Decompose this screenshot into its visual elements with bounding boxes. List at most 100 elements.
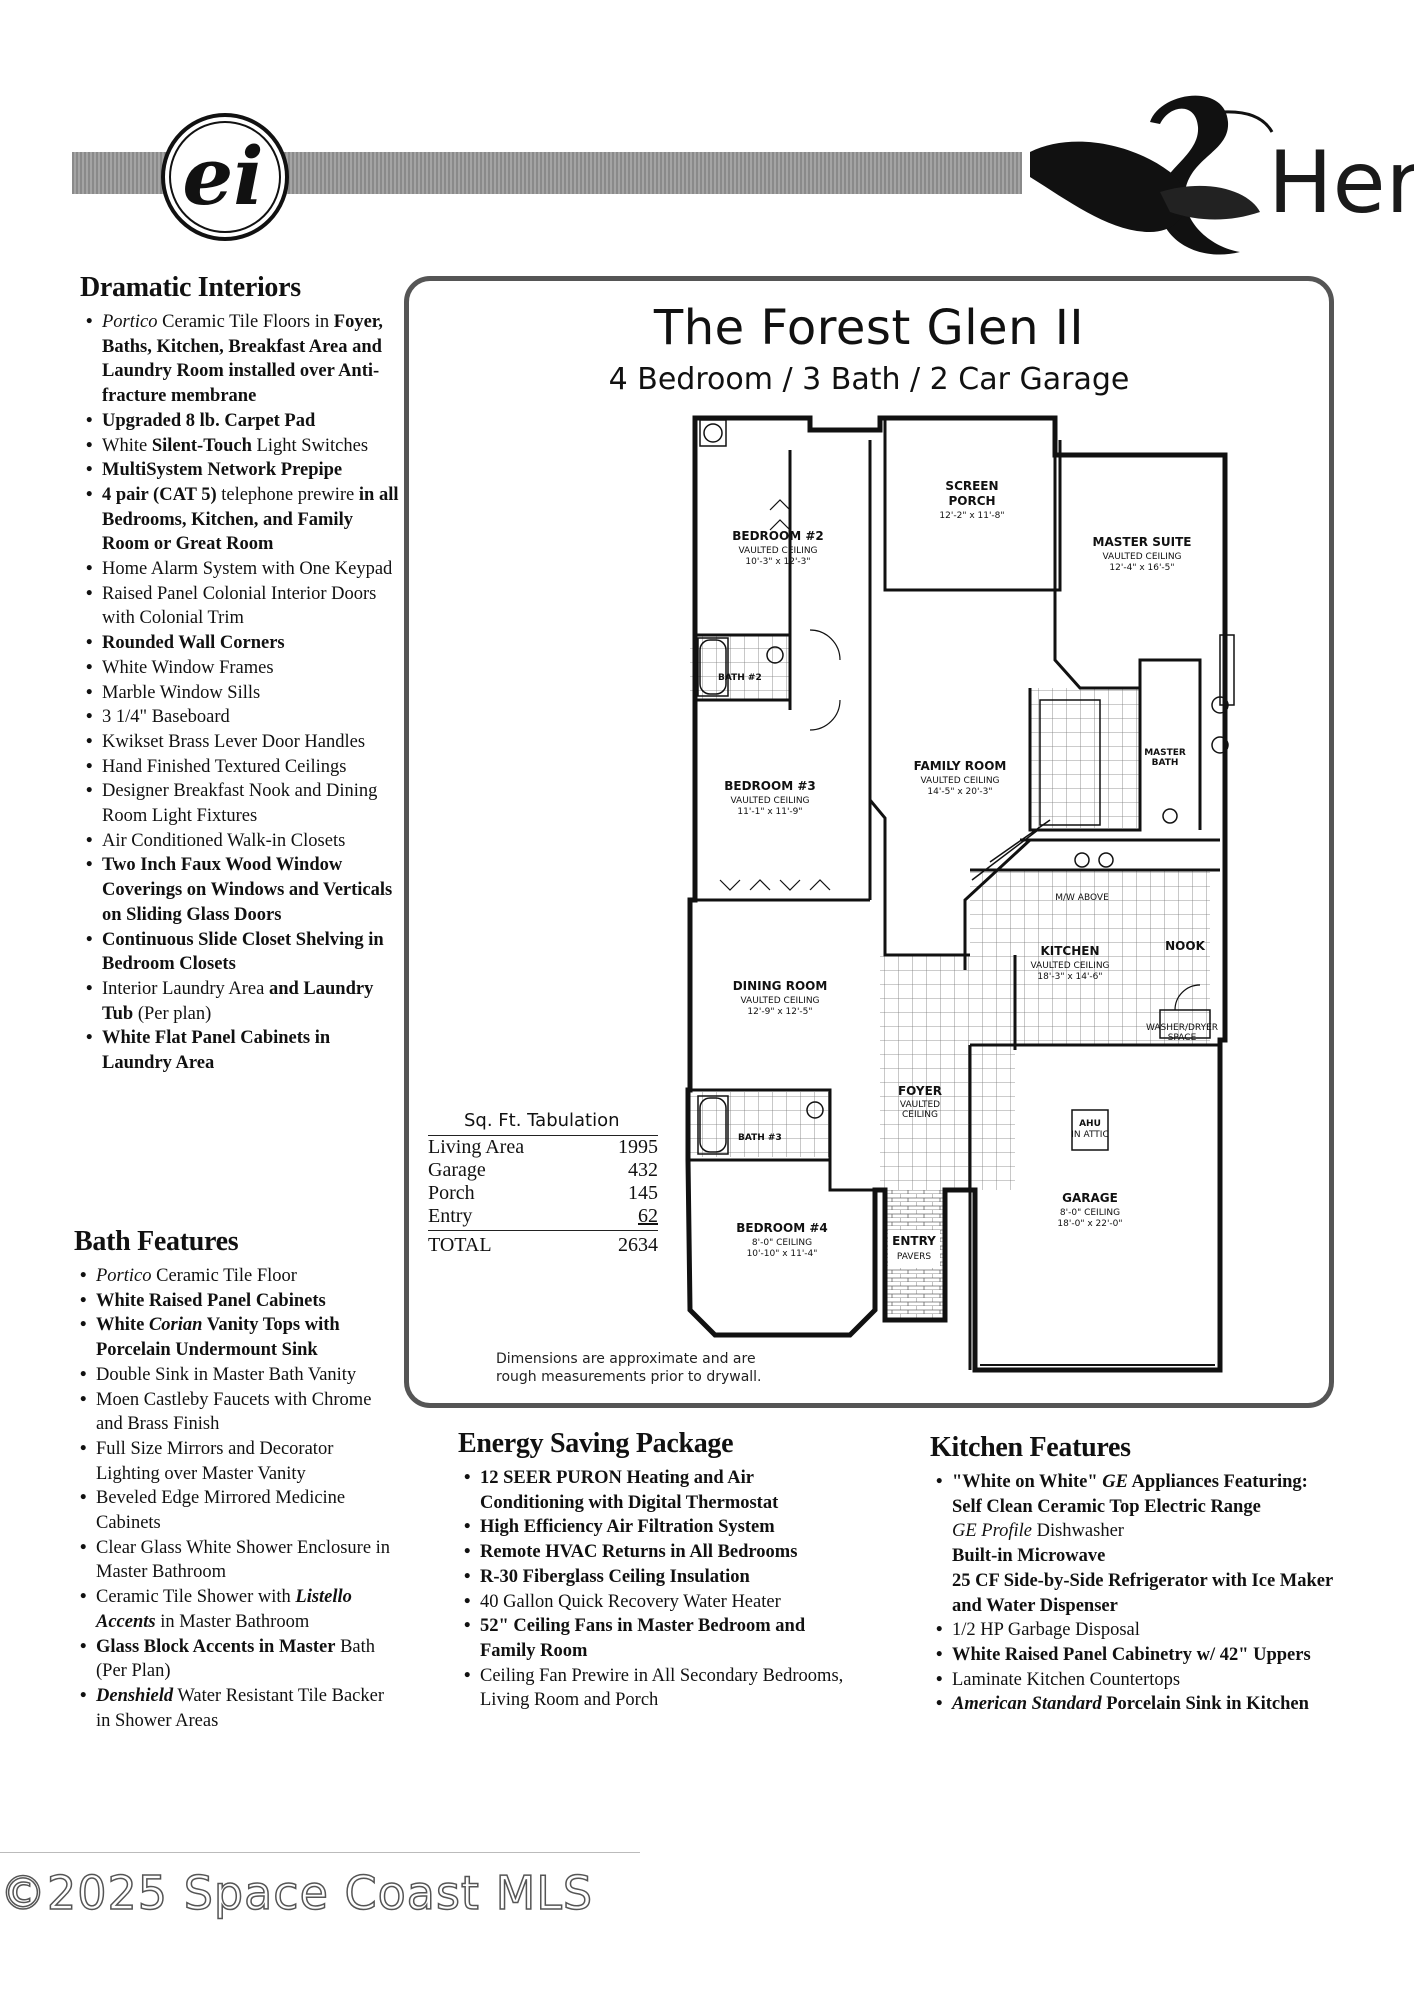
label-ahu-1: AHU (1079, 1119, 1101, 1129)
dims-screen-porch: 12'-2" x 11'-8" (939, 511, 1004, 521)
list-item-text: 12 SEER PURON Heating and Air Conditioni… (480, 1468, 779, 1513)
list-item-text: R-30 Fiberglass Ceiling Insulation (480, 1566, 750, 1587)
bath-features-section: Bath Features Portico Ceramic Tile Floor… (74, 1226, 394, 1733)
list-item: 3 1/4" Baseboard (80, 705, 400, 730)
energy-saving-heading: Energy Saving Package (458, 1428, 734, 1459)
kitchen-features-list: "White on White" GE Appliances Featuring… (930, 1470, 1350, 1717)
list-item-text: American Standard (952, 1694, 1102, 1715)
list-item-text: Two Inch Faux Wood Window Coverings on W… (102, 855, 393, 925)
list-item-text: Ceiling Fan Prewire in All Secondary Bed… (480, 1665, 844, 1711)
label-master-suite: MASTER SUITE (1093, 535, 1192, 549)
kitchen-features-heading: Kitchen Features (930, 1432, 1131, 1463)
list-item-text: Foyer, Baths, Kitchen, Breakfast Area an… (102, 312, 383, 407)
ceiling-master-suite: VAULTED CEILING (1102, 552, 1181, 562)
floor-plan-frame (404, 276, 1334, 1408)
list-item-text: Self Clean Ceramic Top Electric Range (952, 1496, 1261, 1517)
list-item-text: 4 pair (CAT 5) (102, 484, 217, 505)
label-bedroom4: BEDROOM #4 (736, 1221, 827, 1235)
label-foyer: FOYER (898, 1084, 942, 1098)
list-item-text: Double Sink in Master Bath Vanity (96, 1364, 357, 1385)
list-item-text: 1/2 HP Garbage Disposal (952, 1620, 1140, 1641)
list-item: Rounded Wall Corners (80, 631, 400, 656)
ceiling-bedroom2: VAULTED CEILING (738, 546, 817, 556)
list-item-text: White Raised Panel Cabinetry w/ 42" Uppe… (952, 1644, 1311, 1665)
ei-logo: ei (161, 113, 289, 241)
list-item-text: Designer Breakfast Nook and Dining Room … (102, 781, 378, 827)
label-mw-above: M/W ABOVE (1055, 893, 1109, 903)
label-bedroom3: BEDROOM #3 (724, 779, 815, 793)
list-item-text: 25 CF Side-by-Side Refrigerator with Ice… (952, 1570, 1333, 1616)
dims-master-suite: 12'-4" x 16'-5" (1109, 563, 1174, 573)
list-item-text: Ceramic Tile Floor (151, 1266, 297, 1286)
copyright-watermark: ©2025 Space Coast MLS (0, 1865, 594, 1921)
dims-family-room: 14'-5" x 20'-3" (927, 787, 992, 797)
list-item-text: Portico (96, 1266, 152, 1286)
list-item: 4 pair (CAT 5) telephone prewire in all … (80, 483, 400, 557)
list-item-text: White Window Frames (102, 657, 274, 678)
dims-bedroom4: 10'-10" x 11'-4" (747, 1249, 818, 1259)
ceiling-foyer-2: CEILING (902, 1110, 938, 1120)
label-bath3: BATH #3 (738, 1133, 782, 1143)
list-item-text: Remote HVAC Returns in All Bedrooms (480, 1542, 798, 1563)
list-item-text: Ceramic Tile Floors in (157, 312, 334, 332)
dims-dining-room: 12'-9" x 12'-5" (747, 1007, 812, 1017)
list-item: Portico Ceramic Tile Floor (74, 1264, 394, 1289)
bath3-tile (690, 1092, 830, 1157)
brand-name: Heri (1268, 133, 1414, 233)
kitchen-tile (970, 870, 1210, 1045)
list-item-text: Bath (Per Plan) (96, 1636, 376, 1682)
list-item-text: Ceramic Tile Shower with (96, 1587, 296, 1608)
label-screen-porch-2: PORCH (948, 494, 995, 508)
list-item-text: Rounded Wall Corners (102, 633, 285, 654)
list-item: Denshield Water Resistant Tile Backer in… (74, 1684, 394, 1733)
list-item: Hand Finished Textured Ceilings (80, 755, 400, 780)
list-item-text: Upgraded 8 lb. Carpet Pad (102, 410, 316, 431)
list-item-text: MultiSystem Network Prepipe (102, 460, 343, 481)
list-item-text: Clear Glass White Shower Enclosure in Ma… (96, 1537, 391, 1583)
list-item-text: "White on White" (952, 1472, 1103, 1492)
list-item-text: Laminate Kitchen Countertops (952, 1669, 1181, 1690)
dims-kitchen: 18'-3" x 14'-6" (1037, 972, 1102, 982)
list-item: MultiSystem Network Prepipe (80, 458, 400, 483)
sqft-row: Living Area 1995 (428, 1136, 658, 1159)
sqft-row-value: 145 (628, 1182, 658, 1204)
sqft-row-value: 62 (638, 1205, 658, 1227)
ceiling-garage: 8'-0" CEILING (1060, 1208, 1120, 1218)
list-item: 12 SEER PURON Heating and Air Conditioni… (458, 1466, 858, 1515)
dimensions-note-line1: Dimensions are approximate and are (496, 1351, 756, 1367)
dims-bedroom2: 10'-3" x 12'-3" (745, 557, 810, 567)
list-item: American Standard Porcelain Sink in Kitc… (930, 1692, 1350, 1717)
door-swings (719, 499, 1201, 1011)
list-item: R-30 Fiberglass Ceiling Insulation (458, 1565, 858, 1590)
list-item: Marble Window Sills (80, 681, 400, 706)
list-item: Remote HVAC Returns in All Bedrooms (458, 1540, 858, 1565)
dramatic-interiors-heading: Dramatic Interiors (80, 272, 301, 303)
list-item: Continuous Slide Closet Shelving in Bedr… (80, 928, 400, 977)
list-item: White Corian Vanity Tops with Porcelain … (74, 1313, 394, 1362)
sqft-row-value: 1995 (618, 1136, 658, 1158)
sqft-row-label: Porch (428, 1182, 475, 1204)
label-kitchen: KITCHEN (1040, 944, 1099, 958)
label-bedroom2: BEDROOM #2 (732, 529, 823, 543)
list-item-text: Denshield (96, 1685, 174, 1706)
list-item-text: White Raised Panel Cabinets (96, 1290, 326, 1311)
sqft-row: Porch 145 (428, 1182, 658, 1205)
list-item-text: Vanity Tops with Porcelain Undermount Si… (96, 1315, 340, 1361)
plumbing-fixtures (697, 419, 1235, 1155)
list-item-text: Continuous Slide Closet Shelving in Bedr… (102, 929, 384, 975)
interior-walls (690, 418, 1220, 1370)
sqft-row-label: Living Area (428, 1136, 525, 1158)
sqft-row-label: Garage (428, 1159, 486, 1181)
list-item: Laminate Kitchen Countertops (930, 1668, 1350, 1693)
list-item-text: (Per plan) (133, 1003, 212, 1024)
sqft-title: Sq. Ft. Tabulation (464, 1110, 620, 1131)
label-washer-dryer-1: WASHER/DRYER (1146, 1023, 1218, 1033)
list-item: Full Size Mirrors and Decorator Lighting… (74, 1437, 394, 1486)
list-item-text: 3 1/4" Baseboard (102, 707, 230, 728)
list-item-text: Raised Panel Colonial Interior Doors wit… (102, 583, 377, 629)
energy-saving-section: Energy Saving Package 12 SEER PURON Heat… (458, 1428, 858, 1713)
list-item-text: White Flat Panel Cabinets in Laundry Are… (102, 1028, 331, 1074)
